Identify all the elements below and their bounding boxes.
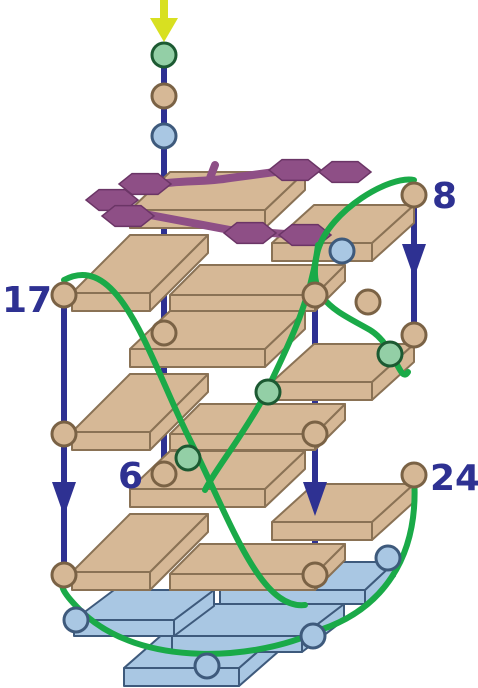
nucleotide-node [400,461,428,489]
slab-front-right [169,543,346,591]
nucleotide-node [376,340,404,368]
slab-back-right [271,483,415,541]
slab-front-left [71,513,209,591]
nucleotide-node [354,288,382,316]
entry-arrow-icon [150,0,178,42]
nucleotide-node [301,561,329,589]
nucleotide-node [50,420,78,448]
nucleotide-node [301,281,329,309]
nucleotide-node [301,420,329,448]
nucleotide-node [50,561,78,589]
nucleotide-node [150,122,178,150]
nucleotide-node [150,319,178,347]
nucleotide-node [374,544,402,572]
nucleotide-nodes [50,41,428,680]
nucleotide-node [150,82,178,110]
nucleotide-node [150,41,178,69]
residue-label-8: 8 [432,176,457,217]
arrow-down-icon [303,482,327,516]
nucleotide-node [254,378,282,406]
slab-back-right [271,343,415,401]
nucleotide-node [193,652,221,680]
tetrad-middle [71,310,415,451]
nucleotide-node [174,444,202,472]
loop-left-long [61,271,308,609]
nucleotide-node [328,237,356,265]
nucleotide-node [150,460,178,488]
ligand-ring-6 [222,221,278,245]
strand-direction-arrows [52,244,426,516]
nucleotide-node [400,321,428,349]
ligand-ring-5 [317,160,373,184]
nucleotide-node [299,622,327,650]
slab-front-left [71,373,209,451]
residue-label-17: 17 [2,280,52,321]
slab-front-right [169,403,346,451]
ligand-ring-1 [117,172,173,196]
nucleotide-node [50,281,78,309]
ligand-ring-4 [267,158,323,182]
nucleotide-node [62,606,90,634]
ligand-molecule [84,158,373,247]
ligand-ring-3 [100,204,156,228]
arrow-down-icon [52,482,76,516]
slab-front-left [71,234,209,312]
g-tetrad-layers [71,171,415,591]
residue-label-6: 6 [118,456,143,497]
arrow-down-icon [402,244,426,278]
residue-label-24: 24 [430,458,478,499]
nucleotide-node [400,181,428,209]
